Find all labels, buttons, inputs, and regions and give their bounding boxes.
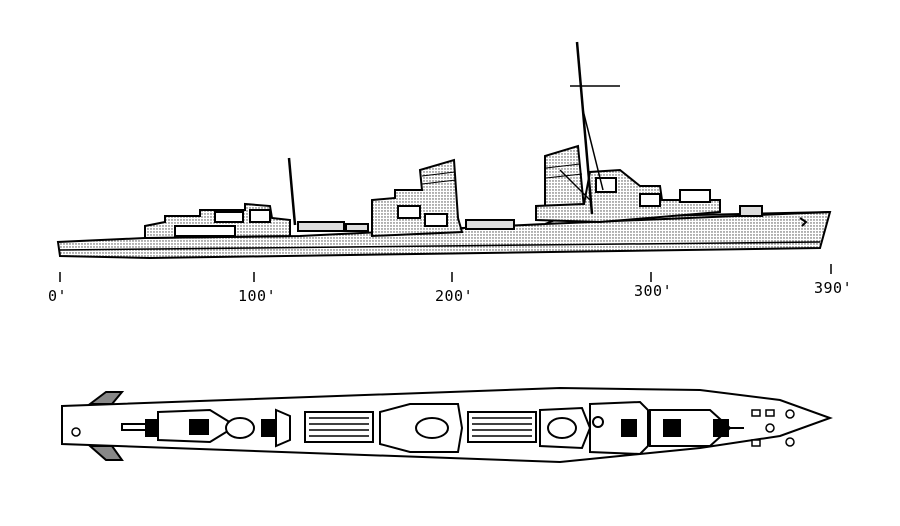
torpedo-mount-fwd bbox=[467, 411, 537, 443]
torpedo-mount-aft bbox=[304, 411, 374, 443]
scale-label-300: 300' bbox=[634, 282, 673, 300]
bridge bbox=[535, 168, 721, 224]
scale-label-200: 200' bbox=[435, 287, 474, 305]
scale-label-0: 0' bbox=[48, 287, 68, 305]
mid-superstructure bbox=[371, 158, 464, 238]
scale-bar bbox=[59, 264, 832, 282]
scale-label-390: 390' bbox=[814, 279, 853, 297]
scale-label-100: 100' bbox=[238, 287, 277, 305]
aft-mast bbox=[287, 157, 297, 226]
top-plan bbox=[61, 386, 833, 464]
side-profile bbox=[56, 41, 832, 260]
fore-mast bbox=[575, 41, 594, 215]
